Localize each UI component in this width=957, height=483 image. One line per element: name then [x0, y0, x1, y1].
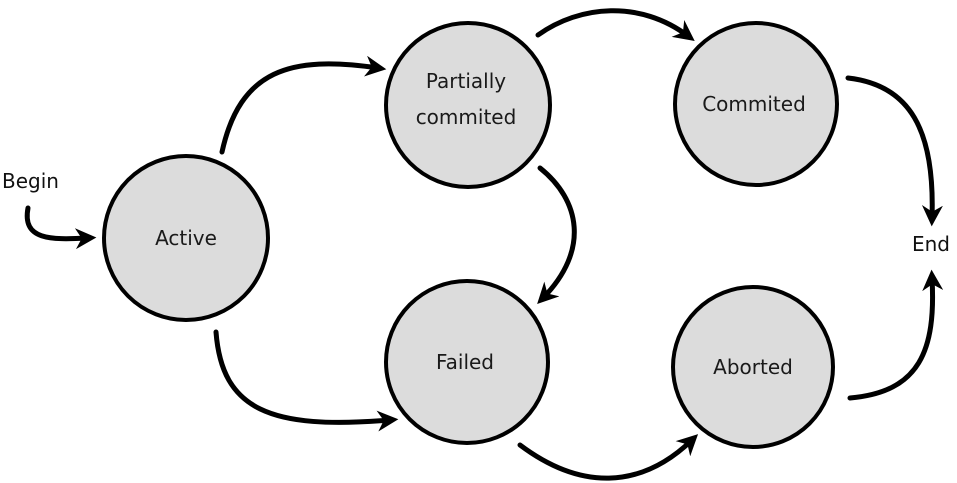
state-active-label: Active: [155, 226, 217, 250]
state-partially-commited-circle: [384, 21, 552, 189]
edge-active-to-failed: [213, 329, 399, 432]
edge-begin-to-active: [24, 205, 97, 250]
edge-commited-to-end: [845, 75, 943, 227]
edge-aborted-to-end: [847, 269, 944, 401]
edge-failed-to-aborted: [517, 434, 699, 481]
begin-label: Begin: [2, 169, 59, 193]
state-failed-label: Failed: [436, 350, 494, 374]
edge-partially-commited-to-commited: [535, 8, 695, 42]
state-failed-circle: [384, 279, 550, 445]
state-aborted-circle: [671, 285, 835, 449]
state-commited-circle: [673, 21, 839, 187]
state-commited-label: Commited: [702, 92, 806, 116]
end-label: End: [912, 232, 950, 256]
state-failed[interactable]: Failed: [384, 279, 550, 445]
state-partially-commited-label-line1: Partially: [426, 69, 506, 93]
state-partially-commited[interactable]: Partially commited: [384, 21, 552, 189]
state-active-circle: [102, 154, 270, 322]
state-commited[interactable]: Commited: [673, 21, 839, 187]
state-aborted-label: Aborted: [713, 355, 793, 379]
edge-partially-commited-to-failed: [537, 165, 577, 305]
state-partially-commited-label-line2: commited: [416, 105, 517, 129]
edge-active-to-partially-commited: [219, 55, 387, 155]
state-active[interactable]: Active: [102, 154, 270, 322]
state-aborted[interactable]: Aborted: [671, 285, 835, 449]
